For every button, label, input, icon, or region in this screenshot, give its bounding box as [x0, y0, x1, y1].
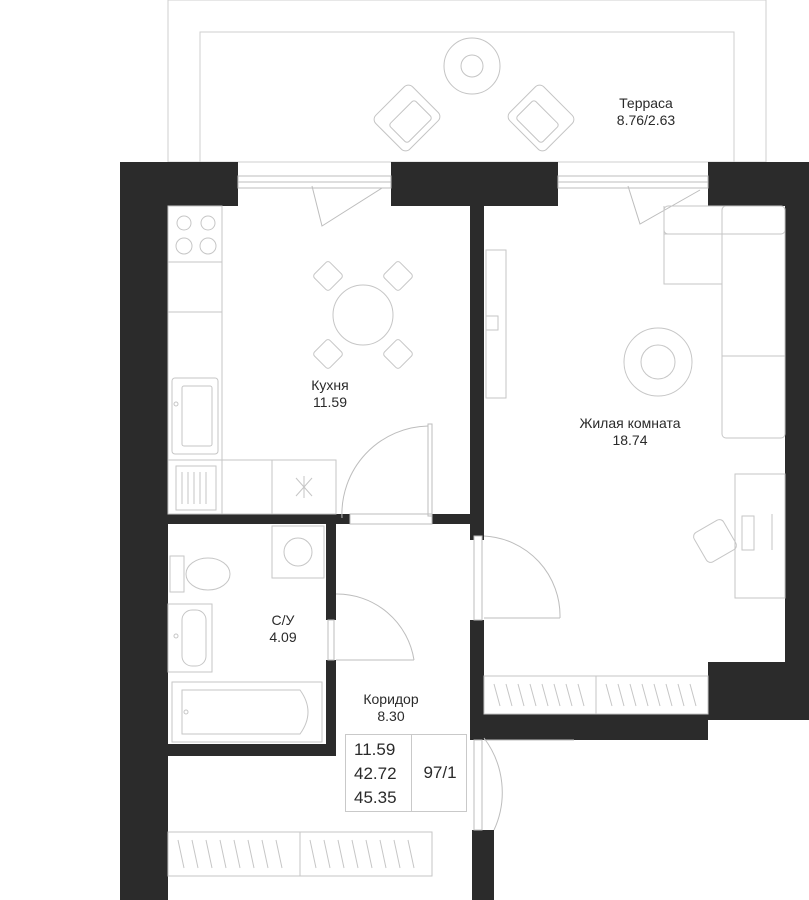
kitchen-counter: [167, 205, 337, 515]
terrace-outline: [167, 0, 767, 163]
toilet-icon: [169, 555, 231, 593]
living-room-name: Жилая комната: [579, 415, 681, 431]
tv-stand-icon: [485, 249, 507, 399]
kitchen-name: Кухня: [311, 377, 349, 393]
sofa-icon: [663, 205, 786, 439]
total-area-value: 42.72: [354, 764, 397, 783]
total-with-terrace-value: 45.35: [354, 788, 397, 807]
dining-table-icon: [313, 261, 413, 369]
living-room-area: 18.74: [612, 432, 648, 448]
bathroom-sink-icon: [167, 603, 213, 673]
living-wardrobe-icon: [483, 675, 709, 715]
bathroom-name: С/У: [271, 612, 295, 628]
corridor-label: Коридор 8.30: [346, 691, 436, 725]
bathroom-area: 4.09: [269, 629, 297, 645]
dishwasher-icon: [175, 465, 217, 511]
terrace-armchair-icon: [373, 84, 575, 152]
fridge-icon: [295, 476, 313, 498]
desk-icon: [693, 473, 786, 599]
terrace-label: Терраса 8.76/2.63: [586, 95, 706, 129]
terrace-table-icon: [443, 37, 501, 95]
kitchen-sink-icon: [171, 377, 219, 455]
area-values-column: 11.59 42.72 45.35: [346, 735, 412, 811]
bathtub-icon: [171, 681, 323, 743]
terrace-area: 8.76/2.63: [616, 112, 676, 128]
living-table-icon: [623, 327, 693, 397]
kitchen-door: [341, 423, 433, 525]
entrance-door: [473, 737, 574, 831]
living-area-value: 11.59: [354, 740, 396, 759]
bathroom-door: [327, 593, 415, 661]
living-room-label: Жилая комната 18.74: [560, 415, 700, 449]
corridor-wardrobe-icon: [167, 831, 433, 877]
kitchen-label: Кухня 11.59: [290, 377, 370, 411]
corridor-name: Коридор: [363, 691, 419, 707]
living-door: [473, 535, 561, 621]
windows: [237, 175, 709, 189]
stove-icon: [175, 215, 217, 255]
terrace-name: Терраса: [619, 95, 673, 111]
corridor-area: 8.30: [377, 708, 405, 724]
area-summary-box: 11.59 42.72 45.35 97/1: [345, 734, 467, 812]
washing-machine-icon: [271, 525, 325, 579]
terrace-door-swings: [311, 185, 701, 227]
bathroom-label: С/У 4.09: [253, 612, 313, 646]
apartment-number: 97/1: [423, 763, 457, 782]
kitchen-area: 11.59: [313, 394, 347, 410]
walls: [120, 162, 809, 900]
